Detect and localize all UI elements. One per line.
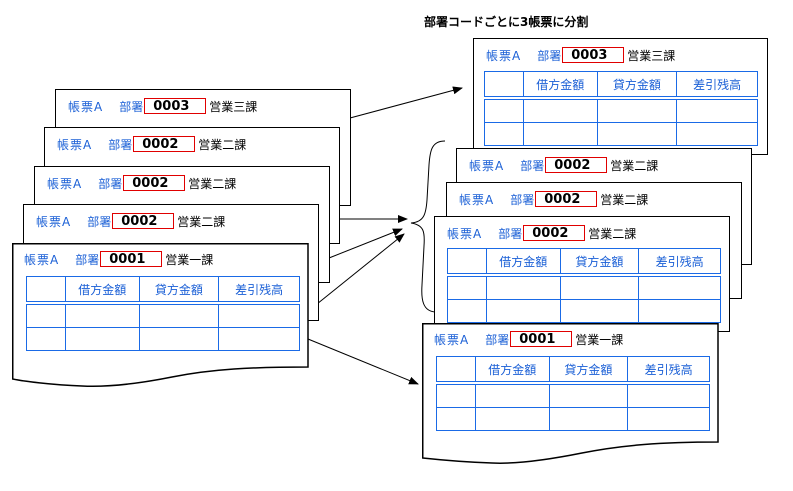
header-cell bbox=[436, 356, 476, 385]
header-cell bbox=[447, 248, 487, 277]
dept-label: 部署 bbox=[87, 214, 112, 229]
arrow-to-0001 bbox=[307, 338, 419, 385]
dept-label: 部署 bbox=[510, 192, 535, 207]
ledger-table: 借方金額 貸方金額 差引残高 bbox=[484, 71, 758, 146]
dept-label: 部署 bbox=[98, 176, 123, 191]
header-cell: 貸方金額 bbox=[559, 248, 640, 277]
right-page-0001: 帳票A 部署 0001 営業一課 借方金額 貸方金額 差引残高 bbox=[422, 323, 719, 473]
table-header-row: 借方金額 貸方金額 差引残高 bbox=[447, 248, 721, 277]
brace-bracket bbox=[410, 140, 446, 313]
dept-name: 営業二課 bbox=[188, 176, 237, 191]
ledger-table: 借方金額 貸方金額 差引残高 bbox=[436, 356, 710, 431]
form-name: 帳票A bbox=[36, 214, 72, 229]
header-cell: 貸方金額 bbox=[138, 276, 220, 305]
table-row bbox=[447, 274, 721, 300]
form-name: 帳票A bbox=[47, 176, 83, 191]
form-name: 帳票A bbox=[68, 99, 104, 114]
dept-label: 部署 bbox=[119, 99, 144, 114]
dept-code: 0003 bbox=[144, 98, 207, 114]
form-name: 帳票A bbox=[447, 226, 483, 241]
ledger-table: 借方金額 貸方金額 差引残高 bbox=[447, 248, 721, 323]
table-header-row: 借方金額 貸方金額 差引残高 bbox=[26, 276, 300, 305]
form-name: 帳票A bbox=[469, 158, 505, 173]
table-row bbox=[436, 407, 710, 431]
table-row bbox=[26, 302, 300, 328]
dept-label: 部署 bbox=[520, 158, 545, 173]
header-cell: 借方金額 bbox=[485, 248, 561, 277]
diagram-title: 部署コードごとに3帳票に分割 bbox=[424, 15, 589, 29]
dept-code: 0003 bbox=[562, 47, 625, 63]
header-cell: 差引残高 bbox=[676, 71, 758, 100]
dept-label: 部署 bbox=[498, 226, 523, 241]
header-cell: 借方金額 bbox=[474, 356, 550, 385]
dept-code: 0002 bbox=[545, 157, 608, 173]
dept-code: 0002 bbox=[112, 213, 175, 229]
arrow-to-0002-c bbox=[316, 233, 405, 305]
ledger-table: 借方金額 貸方金額 差引残高 bbox=[26, 276, 300, 351]
header-cell bbox=[26, 276, 66, 305]
dept-name: 営業二課 bbox=[588, 226, 637, 241]
dept-code: 0002 bbox=[123, 175, 186, 191]
right-page-0002-c: 帳票A 部署 0002 営業二課 借方金額 貸方金額 差引残高 bbox=[434, 216, 730, 332]
table-row bbox=[484, 122, 758, 146]
header-cell: 貸方金額 bbox=[596, 71, 678, 100]
dept-label: 部署 bbox=[108, 137, 133, 152]
header-cell: 差引残高 bbox=[218, 276, 300, 305]
table-row bbox=[436, 382, 710, 408]
dept-name: 営業二課 bbox=[610, 158, 659, 173]
dept-name: 営業二課 bbox=[177, 214, 226, 229]
dept-name: 営業一課 bbox=[165, 252, 214, 267]
dept-name: 営業三課 bbox=[209, 99, 258, 114]
form-name: 帳票A bbox=[434, 332, 470, 347]
header-cell: 差引残高 bbox=[638, 248, 721, 277]
dept-code: 0002 bbox=[535, 191, 598, 207]
left-page-0001: 帳票A 部署 0001 営業一課 借方金額 貸方金額 差引残高 bbox=[12, 243, 309, 388]
header-cell: 差引残高 bbox=[627, 356, 710, 385]
table-header-row: 借方金額 貸方金額 差引残高 bbox=[484, 71, 758, 100]
dept-label: 部署 bbox=[485, 332, 510, 347]
form-name: 帳票A bbox=[57, 137, 93, 152]
table-row bbox=[447, 299, 721, 323]
table-row bbox=[484, 97, 758, 123]
dept-name: 営業一課 bbox=[575, 332, 624, 347]
dept-name: 営業二課 bbox=[198, 137, 247, 152]
dept-name: 営業二課 bbox=[600, 192, 649, 207]
dept-name: 営業三課 bbox=[627, 48, 676, 63]
header-cell bbox=[484, 71, 524, 100]
arrow-to-0002-b bbox=[328, 228, 403, 259]
table-row bbox=[26, 327, 300, 351]
header-cell: 借方金額 bbox=[64, 276, 140, 305]
table-header-row: 借方金額 貸方金額 差引残高 bbox=[436, 356, 710, 385]
form-name: 帳票A bbox=[24, 252, 60, 267]
arrow-to-0003 bbox=[349, 86, 463, 119]
header-cell: 借方金額 bbox=[522, 71, 598, 100]
header-cell: 貸方金額 bbox=[548, 356, 629, 385]
dept-label: 部署 bbox=[537, 48, 562, 63]
right-page-0003: 帳票A 部署 0003 営業三課 借方金額 貸方金額 差引残高 bbox=[473, 38, 768, 155]
form-name: 帳票A bbox=[486, 48, 522, 63]
dept-code: 0001 bbox=[100, 251, 163, 267]
form-name: 帳票A bbox=[459, 192, 495, 207]
dept-code: 0002 bbox=[133, 136, 196, 152]
dept-label: 部署 bbox=[75, 252, 100, 267]
dept-code: 0001 bbox=[510, 331, 573, 347]
dept-code: 0002 bbox=[523, 225, 586, 241]
